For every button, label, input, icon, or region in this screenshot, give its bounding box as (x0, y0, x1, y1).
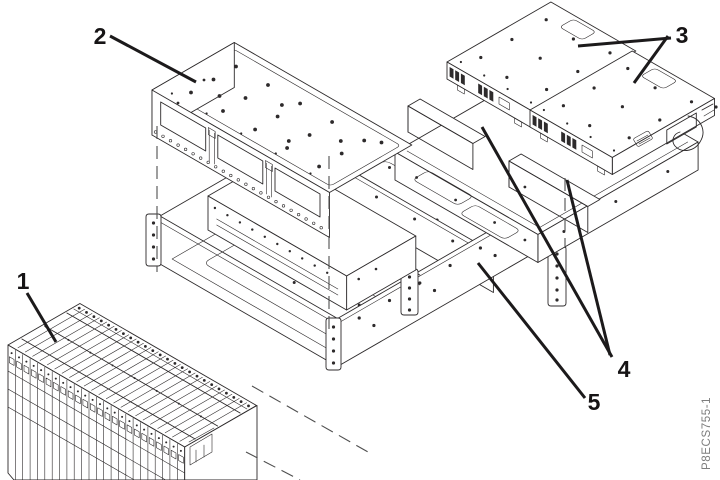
figure-code: P8ECS755-1 (701, 397, 713, 470)
enclosure-canisters (446, 1, 718, 176)
callout-label-5: 5 (588, 389, 601, 415)
callout-leader-4 (565, 179, 612, 356)
callout-label-1: 1 (17, 268, 30, 294)
callout-leader-2 (109, 34, 197, 84)
callout-label-2: 2 (94, 23, 107, 49)
callout-annotations: 1 2 3 45 (17, 22, 689, 415)
callout-label-4: 4 (618, 356, 631, 382)
callout-leader-4 (480, 126, 614, 358)
disk-drive-assembly (7, 303, 258, 480)
power-supplies (407, 98, 601, 233)
callout-label-3: 3 (676, 22, 689, 48)
callout-leader-1 (25, 292, 58, 343)
alignment-dashed-lines (156, 126, 566, 480)
callout-leader-3 (577, 36, 672, 48)
fan-assembly (151, 42, 413, 238)
callout-leader-3 (632, 35, 670, 84)
callout-leader-5 (476, 262, 587, 399)
